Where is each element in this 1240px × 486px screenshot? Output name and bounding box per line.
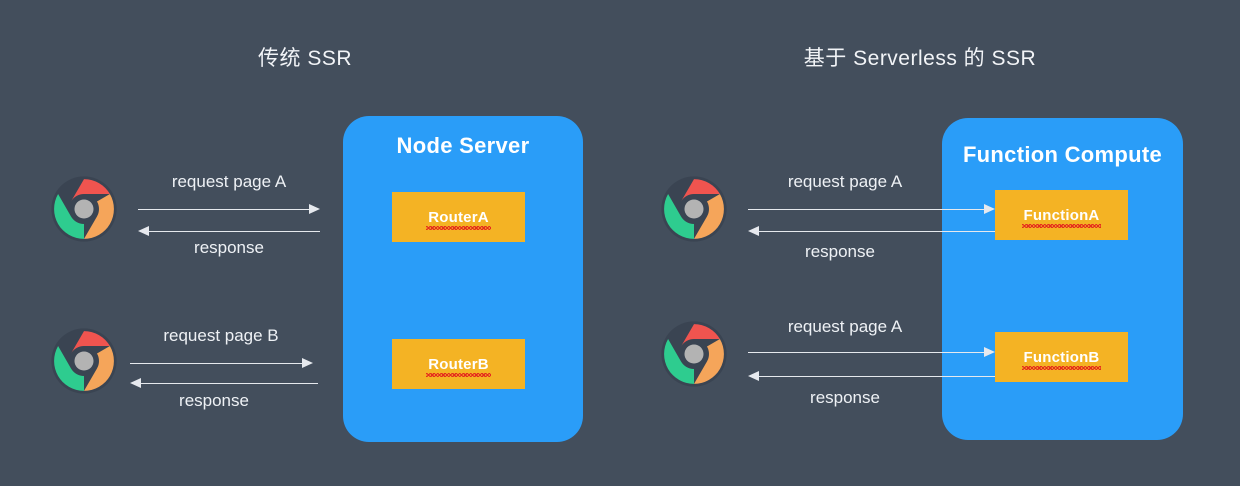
section-title-traditional: 传统 SSR [257,47,352,70]
chrome-icon [661,176,727,242]
flow-line-response-3 [759,231,995,232]
flow-label-request-3: request page A [787,172,903,191]
arrow-head-left-3 [748,226,759,236]
flow-line-request-1 [138,209,309,210]
flow-line-response-4 [759,376,995,377]
unit-label-routera: RouterA [426,208,491,230]
flow-label-request-2: request page B [163,326,279,345]
flow-label-response-1: response [194,238,264,257]
arrow-head-left-1 [138,226,149,236]
arrow-head-left-4 [748,371,759,381]
chrome-icon [51,176,117,242]
chrome-icon [51,328,117,394]
unit-box-functiona[interactable]: FunctionA [995,190,1128,240]
flow-line-request-2 [130,363,302,364]
node-server-title: Node Server [396,133,530,158]
arrow-head-right-3 [984,204,995,214]
flow-line-request-3 [748,209,984,210]
flow-line-request-4 [748,352,984,353]
unit-label-functiona: FunctionA [1021,206,1102,228]
function-compute-title: Function Compute [962,142,1163,167]
arrow-head-right-4 [984,347,995,357]
flow-label-response-3: response [805,242,875,261]
arrow-head-left-2 [130,378,141,388]
node-server-panel: Node Server RouterA RouterB [343,116,583,442]
unit-box-routera[interactable]: RouterA [392,192,525,242]
flow-label-request-4: request page A [787,317,903,336]
flow-label-response-4: response [810,388,880,407]
section-title-serverless: 基于 Serverless 的 SSR [803,47,1037,70]
unit-box-routerb[interactable]: RouterB [392,339,525,389]
unit-label-functionb: FunctionB [1021,348,1102,370]
chrome-icon [661,321,727,387]
flow-label-response-2: response [179,391,249,410]
flow-line-response-1 [149,231,320,232]
flow-line-response-2 [141,383,318,384]
unit-label-routerb: RouterB [426,355,491,377]
function-compute-panel: Function Compute FunctionA FunctionB [942,118,1183,440]
arrow-head-right-1 [309,204,320,214]
arrow-head-right-2 [302,358,313,368]
unit-box-functionb[interactable]: FunctionB [995,332,1128,382]
flow-label-request-1: request page A [171,172,287,191]
